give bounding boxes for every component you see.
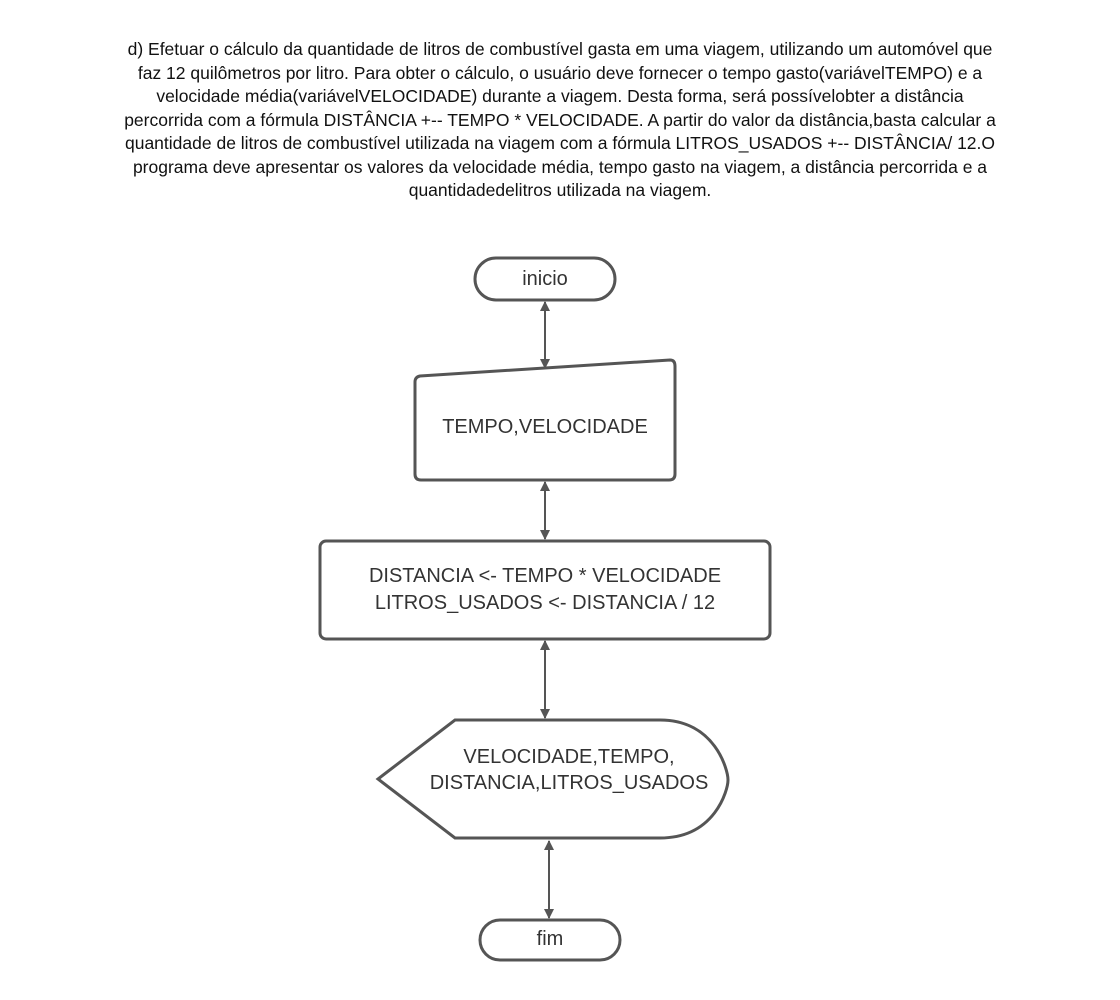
process-node: DISTANCIA <- TEMPO * VELOCIDADE LITROS_U… — [318, 539, 772, 641]
display-output-shape — [375, 718, 730, 840]
end-terminator-shape — [478, 918, 622, 962]
end-label: fim — [537, 928, 564, 950]
manual-input-shape — [413, 358, 677, 482]
output-node: VELOCIDADE,TEMPO, DISTANCIA,LITROS_USADO… — [375, 718, 730, 840]
problem-statement: d) Efetuar o cálculo da quantidade de li… — [124, 39, 996, 200]
input-node: TEMPO,VELOCIDADE — [413, 358, 677, 482]
process-box-shape — [318, 539, 772, 641]
start-terminator-shape — [473, 256, 617, 302]
process-line-2: LITROS_USADOS <- DISTANCIA / 12 — [375, 592, 715, 614]
process-line-1: DISTANCIA <- TEMPO * VELOCIDADE — [369, 565, 721, 587]
output-line-1: VELOCIDADE,TEMPO, — [463, 746, 674, 768]
output-line-2: DISTANCIA,LITROS_USADOS — [430, 772, 709, 794]
start-label: inicio — [522, 268, 568, 290]
input-label: TEMPO,VELOCIDADE — [442, 416, 648, 438]
end-node: fim — [478, 918, 622, 962]
start-node: inicio — [473, 256, 617, 302]
